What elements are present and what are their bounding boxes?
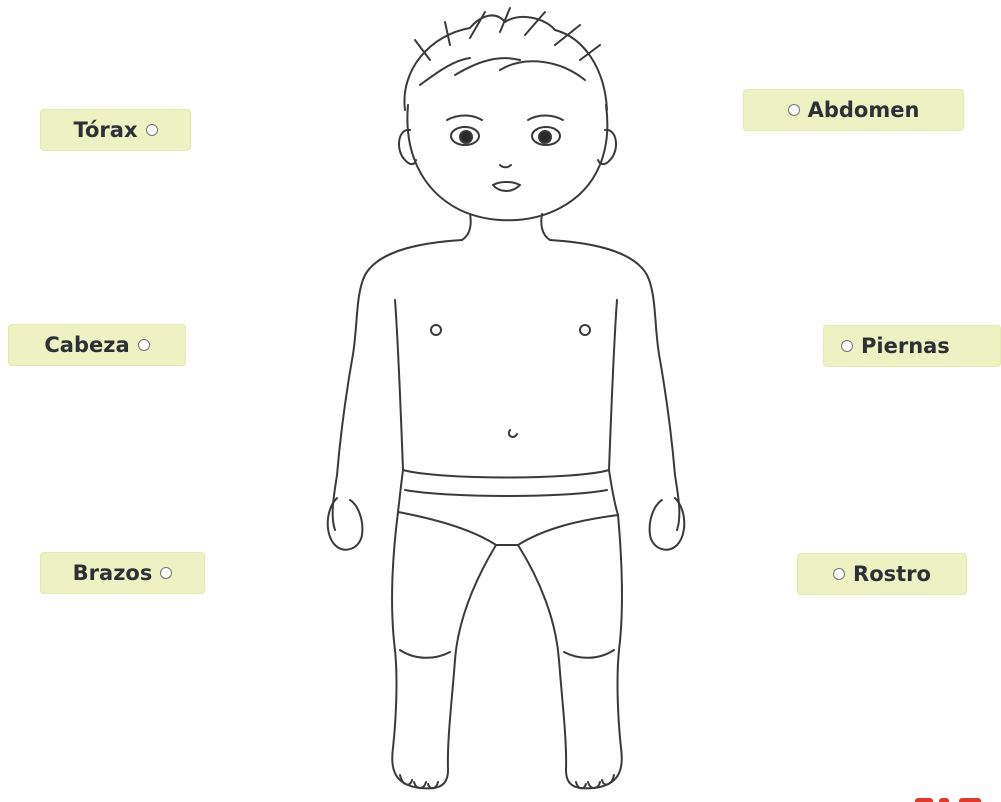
label-torax-text: Tórax xyxy=(73,118,137,142)
label-piernas[interactable]: Piernas xyxy=(823,325,1001,367)
radio-circle-icon[interactable] xyxy=(788,104,800,116)
label-brazos-text: Brazos xyxy=(73,561,153,585)
left-eyebrow xyxy=(447,116,482,121)
left-nipple xyxy=(431,325,441,335)
radio-circle-icon[interactable] xyxy=(138,339,150,351)
radio-circle-icon[interactable] xyxy=(841,340,853,352)
underwear xyxy=(398,470,618,545)
left-knee xyxy=(400,650,450,658)
right-knee xyxy=(564,650,614,658)
mouth xyxy=(493,182,520,191)
radio-circle-icon[interactable] xyxy=(160,567,172,579)
label-rostro-text: Rostro xyxy=(853,562,931,586)
right-pupil xyxy=(539,131,551,143)
hair xyxy=(404,8,607,110)
label-brazos[interactable]: Brazos xyxy=(40,552,205,594)
radio-circle-icon[interactable] xyxy=(146,124,158,136)
right-eyebrow xyxy=(528,116,563,121)
right-nipple xyxy=(580,325,590,335)
label-abdomen[interactable]: Abdomen xyxy=(743,89,964,131)
torso xyxy=(333,240,680,530)
label-cabeza[interactable]: Cabeza xyxy=(8,324,186,366)
radio-circle-icon[interactable] xyxy=(833,568,845,580)
nose xyxy=(500,165,511,167)
label-cabeza-text: Cabeza xyxy=(44,333,129,357)
left-toes xyxy=(400,775,438,788)
corner-brand-mark xyxy=(907,796,997,802)
right-toes xyxy=(576,775,614,788)
right-leg xyxy=(518,515,622,788)
label-rostro[interactable]: Rostro xyxy=(797,553,967,595)
left-leg xyxy=(392,512,496,788)
navel xyxy=(509,430,517,437)
label-abdomen-text: Abdomen xyxy=(808,98,920,122)
label-piernas-text: Piernas xyxy=(861,334,950,358)
left-pupil xyxy=(460,131,472,143)
face-outline xyxy=(407,105,607,220)
label-torax[interactable]: Tórax xyxy=(40,109,191,151)
